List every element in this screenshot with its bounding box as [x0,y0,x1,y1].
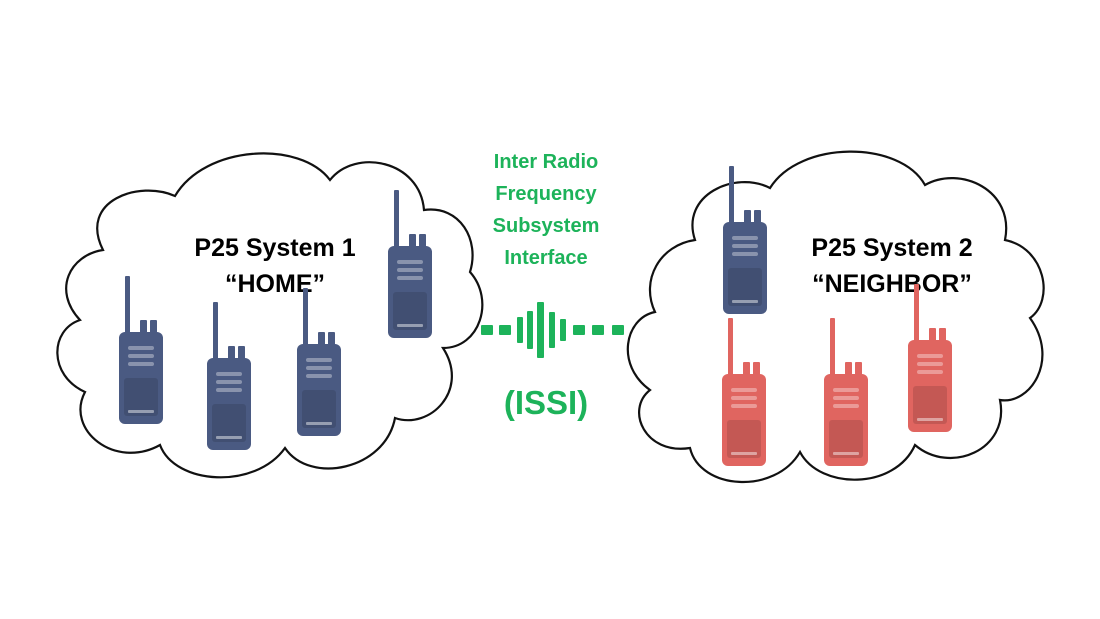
link-label: Inter Radio Frequency Subsystem Interfac… [493,151,600,269]
home-system-title: P25 System 1 [194,234,355,262]
signal-wave-icon [481,302,624,358]
link-label-line: Frequency [495,183,597,205]
neighbor-system-subtitle: “NEIGHBOR” [812,270,972,298]
link-label-line: Interface [504,247,587,269]
link-label-line: Inter Radio [494,151,598,173]
home-system-cloud [56,152,484,479]
link-label-line: Subsystem [493,215,600,237]
neighbor-system-title: P25 System 2 [811,234,972,262]
issi-abbreviation: (ISSI) [504,384,588,421]
home-system-subtitle: “HOME” [225,270,325,298]
